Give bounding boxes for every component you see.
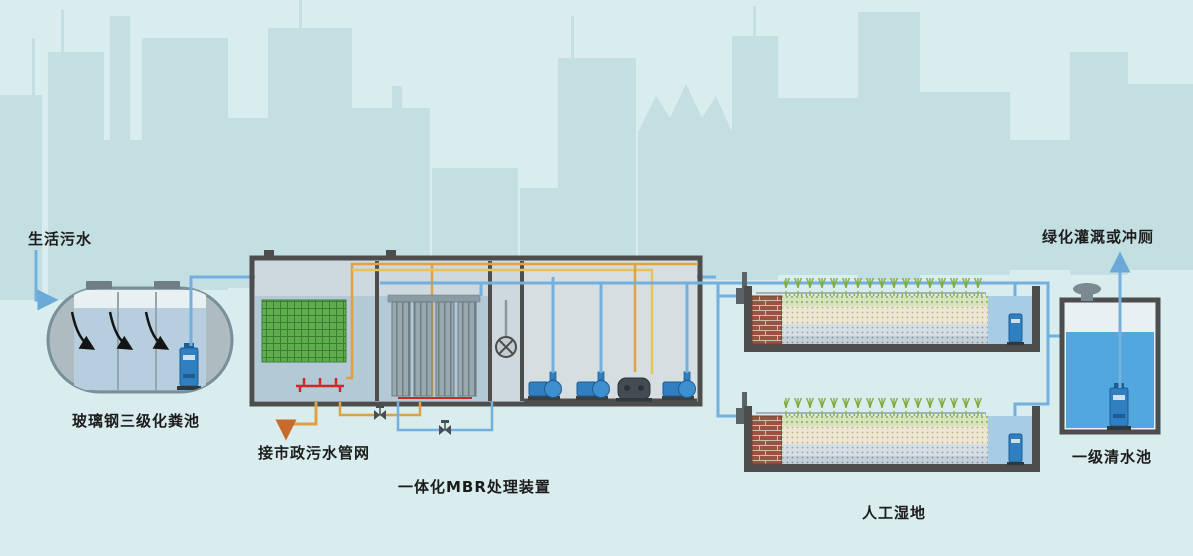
manhole-cap bbox=[86, 281, 112, 289]
city-skyline bbox=[0, 0, 1193, 300]
label-inflow: 生活污水 bbox=[28, 230, 93, 248]
label-reuse: 绿化灌溉或冲厕 bbox=[1042, 228, 1155, 246]
membrane-modules bbox=[387, 294, 481, 397]
fan-symbol bbox=[495, 300, 517, 358]
label-septic-tank: 玻璃钢三级化粪池 bbox=[72, 412, 201, 430]
valve bbox=[373, 404, 387, 421]
label-clean-tank: 一级清水池 bbox=[1072, 448, 1153, 466]
wetland-bed-2 bbox=[736, 392, 1040, 472]
blower bbox=[616, 377, 652, 402]
drain-pipes bbox=[275, 402, 494, 441]
clean-water-tank bbox=[1059, 251, 1161, 435]
inlet-pipe bbox=[34, 250, 59, 311]
clean-tank-pump bbox=[1106, 382, 1132, 431]
label-wetland: 人工湿地 bbox=[862, 504, 927, 522]
flow-arrows bbox=[70, 311, 170, 350]
septic-tank bbox=[46, 281, 234, 394]
air-diffuser bbox=[296, 378, 472, 399]
label-municipal: 接市政污水管网 bbox=[258, 444, 371, 462]
mbr-unit bbox=[249, 250, 703, 407]
septic-pump bbox=[176, 342, 202, 391]
bio-media-grid bbox=[261, 299, 347, 363]
valve bbox=[438, 419, 452, 436]
label-mbr-unit: 一体化MBR处理装置 bbox=[398, 478, 551, 496]
vent-cap bbox=[1073, 283, 1101, 301]
manhole-cap bbox=[154, 281, 180, 289]
